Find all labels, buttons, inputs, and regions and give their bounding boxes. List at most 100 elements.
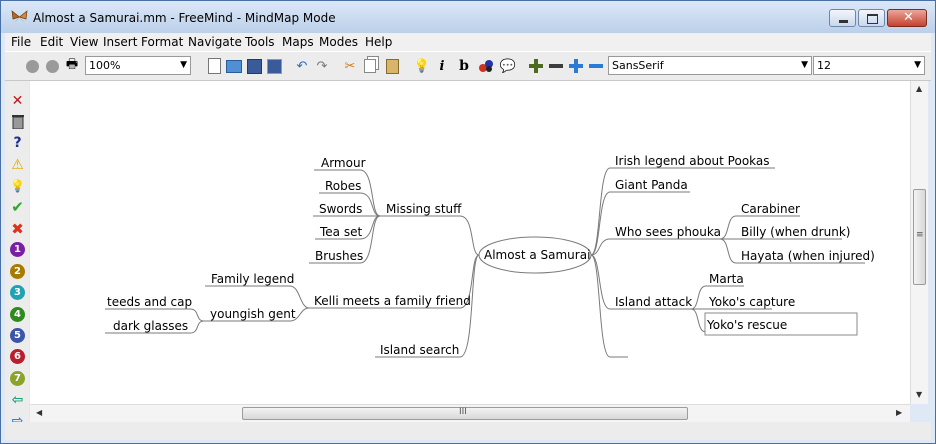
menu-insert[interactable]: Insert xyxy=(103,35,138,49)
status-bar xyxy=(5,422,931,440)
font-size-value: 12 xyxy=(817,59,831,72)
node-island-attack[interactable]: Island attack xyxy=(615,295,693,309)
forward-icon[interactable]: ⇨ xyxy=(11,412,24,429)
question-icon[interactable]: ? xyxy=(13,134,22,151)
menu-view[interactable]: View xyxy=(70,35,99,49)
node-editor-box xyxy=(704,312,858,336)
zoom-value: 100% xyxy=(89,59,121,72)
priority-1-icon[interactable]: 1 xyxy=(10,242,25,257)
warning-icon[interactable]: ⚠ xyxy=(11,156,24,173)
menu-file[interactable]: File xyxy=(11,35,32,49)
menu-modes[interactable]: Modes xyxy=(319,35,358,49)
node-giant-panda[interactable]: Giant Panda xyxy=(615,178,688,192)
scroll-right-icon[interactable]: ▶ xyxy=(896,408,903,417)
maximize-button[interactable] xyxy=(858,9,885,27)
scroll-down-icon[interactable]: ▼ xyxy=(916,390,923,399)
node-missing-stuff[interactable]: Missing stuff xyxy=(386,202,462,216)
menu-help[interactable]: Help xyxy=(365,35,393,49)
node-yokos-capture[interactable]: Yoko's capture xyxy=(709,295,796,309)
print-icon[interactable]: 🖶 xyxy=(65,57,79,72)
cloud-icon[interactable] xyxy=(477,57,495,75)
menu-edit[interactable]: Edit xyxy=(40,35,64,49)
node-billy[interactable]: Billy (when drunk) xyxy=(741,225,851,239)
node-island-search[interactable]: Island search xyxy=(380,343,460,357)
title-bar: Almost a Samurai.mm - FreeMind - MindMap… xyxy=(1,1,935,33)
node-robes[interactable]: Robes xyxy=(325,179,362,193)
close-button[interactable]: ✕ xyxy=(887,9,927,27)
priority-4-icon[interactable]: 4 xyxy=(10,307,25,322)
zoom-select[interactable]: 100% ▼ xyxy=(85,56,191,75)
priority-7-icon[interactable]: 7 xyxy=(10,371,25,386)
node-teeds-and-cap[interactable]: teeds and cap xyxy=(107,295,193,309)
menu-navigate[interactable]: Navigate xyxy=(188,35,242,49)
priority-6-icon[interactable]: 6 xyxy=(10,349,25,364)
menu-maps[interactable]: Maps xyxy=(282,35,314,49)
node-swords[interactable]: Swords xyxy=(319,202,363,216)
node-who-sees-phouka[interactable]: Who sees phouka xyxy=(615,225,721,239)
back-icon[interactable]: ⇦ xyxy=(11,391,24,408)
root-node[interactable]: Almost a Samurai xyxy=(484,248,591,262)
node-brushes[interactable]: Brushes xyxy=(315,249,364,263)
mindmap-edges xyxy=(105,167,865,358)
priority-5-icon[interactable]: 5 xyxy=(10,328,25,343)
new-icon[interactable] xyxy=(205,57,223,75)
node-irish-legend[interactable]: Irish legend about Pookas xyxy=(615,154,770,168)
idea-icon[interactable]: 💡 xyxy=(413,58,431,74)
cut-icon[interactable]: ✂ xyxy=(344,58,356,74)
trash-icon[interactable] xyxy=(10,114,25,129)
forward-icon[interactable] xyxy=(43,57,61,75)
bold-icon[interactable]: b xyxy=(459,58,469,74)
node-youngish-gent[interactable]: youngish gent xyxy=(210,307,296,321)
maximize-icon xyxy=(867,14,878,24)
copy-icon[interactable] xyxy=(361,57,379,75)
remove-icon[interactable]: ✕ xyxy=(11,92,24,109)
add-node-icon[interactable] xyxy=(527,57,545,75)
font-family-value: SansSerif xyxy=(612,59,664,72)
grip-icon: ≡ xyxy=(916,230,924,240)
cancel-icon[interactable]: ✖ xyxy=(11,219,24,238)
save-icon[interactable] xyxy=(245,57,263,75)
note-icon[interactable]: 💬 xyxy=(499,58,517,74)
freemind-butterfly-icon xyxy=(11,10,28,23)
vertical-scroll-thumb[interactable]: ≡ xyxy=(913,189,926,285)
priority-3-icon[interactable]: 3 xyxy=(10,285,25,300)
undo-icon[interactable]: ↶ xyxy=(296,58,308,74)
minimize-button[interactable] xyxy=(829,9,856,27)
node-hayata[interactable]: Hayata (when injured) xyxy=(741,249,875,263)
scroll-up-icon[interactable]: ▲ xyxy=(916,84,923,93)
node-kelli-meets[interactable]: Kelli meets a family friend xyxy=(314,294,471,308)
back-icon[interactable] xyxy=(23,57,41,75)
node-marta[interactable]: Marta xyxy=(709,272,744,286)
menu-tools[interactable]: Tools xyxy=(245,35,275,49)
save-as-icon[interactable] xyxy=(265,57,283,75)
scroll-left-icon[interactable]: ◀ xyxy=(36,408,43,417)
horizontal-scrollbar[interactable]: ◀ III ▶ xyxy=(30,404,910,422)
remove-icon[interactable] xyxy=(587,57,605,75)
menu-format[interactable]: Format xyxy=(141,35,184,49)
font-size-select[interactable]: 12 ▼ xyxy=(813,56,925,75)
icon-panel: ✕ ? ⚠ 💡 ✔ ✖ 1 2 3 4 5 6 7 ⇦ ⇨ xyxy=(5,81,29,431)
priority-2-icon[interactable]: 2 xyxy=(10,264,25,279)
node-armour[interactable]: Armour xyxy=(321,156,366,170)
window-title: Almost a Samurai.mm - FreeMind - MindMap… xyxy=(33,11,336,25)
italic-icon[interactable]: i xyxy=(439,58,445,74)
node-carabiner[interactable]: Carabiner xyxy=(741,202,800,216)
redo-icon[interactable]: ↷ xyxy=(316,58,328,74)
node-tea-set[interactable]: Tea set xyxy=(320,225,363,239)
node-family-legend[interactable]: Family legend xyxy=(211,272,295,286)
node-yokos-rescue-editor[interactable]: Yoko's rescue xyxy=(707,318,788,332)
plus-icon[interactable] xyxy=(567,57,585,75)
grip-icon: III xyxy=(459,407,467,417)
check-icon[interactable]: ✔ xyxy=(11,197,24,216)
node-dark-glasses[interactable]: dark glasses xyxy=(113,319,189,333)
font-family-select[interactable]: SansSerif ▼ xyxy=(608,56,812,75)
horizontal-scroll-thumb[interactable]: III xyxy=(242,407,688,420)
idea-icon[interactable]: 💡 xyxy=(10,178,25,193)
vertical-scrollbar[interactable]: ▲ ≡ ▼ xyxy=(910,81,928,404)
minimize-icon xyxy=(839,20,848,23)
open-icon[interactable] xyxy=(225,57,243,75)
paste-icon[interactable] xyxy=(383,57,401,75)
mindmap-canvas[interactable]: Almost a Samurai Missing stuff Armour Ro… xyxy=(30,81,910,404)
minus-icon[interactable] xyxy=(547,57,565,75)
